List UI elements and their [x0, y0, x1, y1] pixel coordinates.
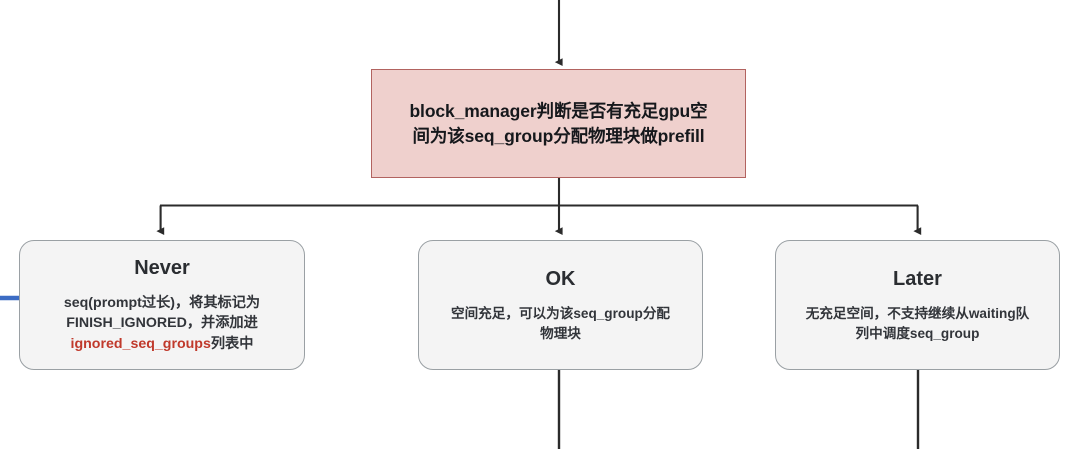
- node-never-title: Never: [134, 256, 190, 279]
- node-block-manager-check-line1: block_manager判断是否有充足gpu空: [409, 100, 708, 121]
- node-never-desc-line3: ignored_seq_groups列表中: [64, 334, 260, 355]
- node-later-desc-line2: 列中调度seq_group: [855, 325, 980, 341]
- node-ok[interactable]: OK 空间充足，可以为该seq_group分配 物理块: [418, 240, 703, 370]
- node-ok-desc-line2: 物理块: [540, 325, 581, 341]
- ignored-seq-groups-accent: ignored_seq_groups: [70, 335, 211, 352]
- node-later-desc-line1: 无充足空间，不支持继续从waiting队: [805, 305, 1030, 321]
- node-ok-title: OK: [545, 267, 576, 290]
- node-ok-desc-line1: 空间充足，可以为该seq_group分配: [450, 305, 671, 321]
- edge-split-group: [156, 178, 922, 236]
- node-never-desc-line3-tail: 列表中: [210, 335, 254, 352]
- node-never-desc-line1: seq(prompt过长)，将其标记为: [63, 294, 261, 311]
- node-block-manager-check[interactable]: block_manager判断是否有充足gpu空 间为该seq_group分配物…: [371, 69, 746, 178]
- node-block-manager-check-line2: 间为该seq_group分配物理块做prefill: [412, 125, 705, 146]
- node-never[interactable]: Never seq(prompt过长)，将其标记为 FINISH_IGNORED…: [19, 240, 305, 370]
- node-ok-description: 空间充足，可以为该seq_group分配 物理块: [444, 304, 677, 343]
- node-later-description: 无充足空间，不支持继续从waiting队 列中调度seq_group: [799, 304, 1037, 343]
- node-never-desc-line2: FINISH_IGNORED，并添加进: [66, 315, 258, 332]
- node-later-title: Later: [893, 267, 942, 290]
- node-never-description: seq(prompt过长)，将其标记为 FINISH_IGNORED，并添加进 …: [57, 293, 267, 355]
- node-later[interactable]: Later 无充足空间，不支持继续从waiting队 列中调度seq_group: [775, 240, 1060, 370]
- node-block-manager-check-text: block_manager判断是否有充足gpu空 间为该seq_group分配物…: [400, 99, 716, 149]
